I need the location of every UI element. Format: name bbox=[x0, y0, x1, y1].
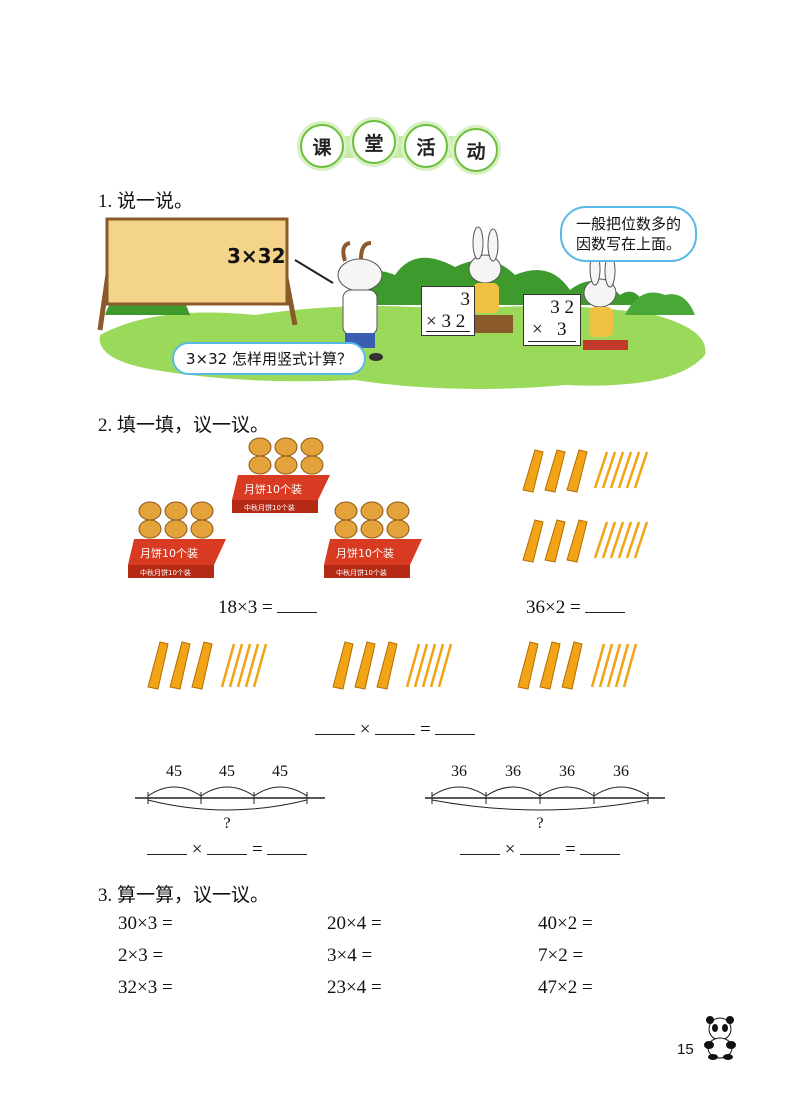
equation-18x3: 18×3 = bbox=[218, 594, 318, 619]
seg36-question: ? bbox=[536, 815, 543, 832]
seg36-label-3: 36 bbox=[559, 763, 575, 780]
q3-r1-c3: 40×2 = bbox=[538, 913, 593, 934]
board2-rule bbox=[528, 341, 576, 342]
banner-char-3: 活 bbox=[404, 124, 448, 168]
times-sign-right: × bbox=[504, 839, 516, 860]
q3-r1-c1: 30×3 = bbox=[118, 913, 173, 934]
page-number: 15 bbox=[677, 1041, 694, 1058]
blank-18x3[interactable] bbox=[277, 594, 318, 613]
blank-mid-a[interactable] bbox=[315, 716, 355, 735]
equation-blank-left: × = bbox=[147, 836, 308, 861]
question-3-title: 3. 算一算，议一议。 bbox=[98, 885, 270, 906]
seg36-label-4: 36 bbox=[613, 763, 629, 780]
banner-char-2: 堂 bbox=[352, 120, 396, 164]
rabbit-student-1 bbox=[468, 226, 513, 333]
tip-line-2: 因数写在上面。 bbox=[576, 235, 682, 253]
sticks-illustration-top bbox=[522, 449, 649, 563]
q3-r2-c3: 7×2 = bbox=[538, 945, 584, 966]
seg45-label-2: 45 bbox=[219, 763, 235, 780]
segment-diagram-45: 45 45 45 ? bbox=[135, 763, 325, 832]
board2-top: 3 2 bbox=[550, 297, 574, 318]
times-sign-mid: × bbox=[359, 719, 371, 740]
mooncake-box-2 bbox=[128, 501, 226, 578]
seg36-label-2: 36 bbox=[505, 763, 521, 780]
seg45-question: ? bbox=[223, 815, 230, 832]
stick-group-3 bbox=[517, 641, 638, 690]
q3-r2-c1: 2×3 = bbox=[118, 945, 164, 966]
slate-board-1: 3 × 3 2 bbox=[421, 286, 475, 336]
mooncake-boxes-illustration: 月饼10个装 月饼10个装 月饼10个装 中秋月饼10个装 中秋月饼10个装 中… bbox=[128, 437, 422, 578]
mooncake-box-1 bbox=[232, 437, 330, 513]
times-sign-left: × bbox=[191, 839, 203, 860]
stick-group-2 bbox=[332, 641, 453, 690]
board1-bottom: × 3 2 bbox=[426, 311, 466, 332]
eq-18x3-text: 18×3 = bbox=[218, 597, 273, 618]
q3-r1-c2: 20×4 = bbox=[327, 913, 382, 934]
q3-r2-c2: 3×4 = bbox=[327, 945, 373, 966]
q3-r3-c1: 32×3 = bbox=[118, 977, 173, 998]
board2-bottom: × 3 bbox=[532, 319, 567, 340]
box-1-sublabel: 中秋月饼10个装 bbox=[244, 503, 295, 512]
board1-rule bbox=[426, 331, 470, 332]
slate-board-2: 3 2 × 3 bbox=[523, 294, 581, 346]
seg45-label-1: 45 bbox=[166, 763, 182, 780]
bush-mid bbox=[345, 257, 645, 305]
q3-r3-c3: 47×2 = bbox=[538, 977, 593, 998]
blank-right-a[interactable] bbox=[460, 836, 500, 855]
equation-blank-middle: × = bbox=[315, 716, 476, 741]
stick-bundle-row-1 bbox=[522, 449, 649, 493]
seg45-label-3: 45 bbox=[272, 763, 288, 780]
q3-r3-c2: 23×4 = bbox=[327, 977, 382, 998]
equals-sign-right: = bbox=[564, 839, 576, 860]
pointer-stick bbox=[294, 259, 334, 284]
stick-bundle-row-2 bbox=[522, 519, 649, 563]
blank-right-b[interactable] bbox=[520, 836, 561, 855]
section-banner: 课 堂 活 动 bbox=[298, 118, 498, 172]
equation-36x2: 36×2 = bbox=[526, 594, 626, 619]
easel-text: 3×32 bbox=[227, 244, 286, 268]
board1-top: 3 bbox=[460, 289, 471, 310]
eq-36x2-text: 36×2 = bbox=[526, 597, 581, 618]
box-3-sublabel: 中秋月饼10个装 bbox=[336, 568, 387, 577]
stick-group-1 bbox=[147, 641, 268, 690]
equals-sign-mid: = bbox=[419, 719, 431, 740]
speech-bubble-tip: 一般把位数多的 因数写在上面。 bbox=[560, 206, 698, 262]
blank-right-c[interactable] bbox=[580, 836, 621, 855]
banner-char-4: 动 bbox=[454, 128, 498, 172]
tip-line-1: 一般把位数多的 bbox=[576, 215, 682, 233]
question-1-title: 1. 说一说。 bbox=[98, 191, 194, 212]
box-1-label: 月饼10个装 bbox=[244, 482, 302, 496]
seg36-label-1: 36 bbox=[451, 763, 467, 780]
blank-36x2[interactable] bbox=[585, 594, 626, 613]
speech-bubble-question: 3×32 怎样用竖式计算？ bbox=[172, 342, 366, 375]
box-2-label: 月饼10个装 bbox=[140, 546, 198, 560]
segment-diagram-36: 36 36 36 36 ? bbox=[425, 763, 665, 832]
blank-left-a[interactable] bbox=[147, 836, 187, 855]
banner-char-1: 课 bbox=[300, 124, 344, 168]
blank-mid-b[interactable] bbox=[375, 716, 416, 735]
mooncake-box-3 bbox=[324, 501, 422, 578]
panda-icon bbox=[704, 1016, 736, 1060]
sticks-illustration-bottom bbox=[147, 641, 638, 690]
bush-right bbox=[625, 292, 695, 315]
question-2-title: 2. 填一填，议一议。 bbox=[98, 415, 270, 436]
equation-blank-right: × = bbox=[460, 836, 621, 861]
box-2-sublabel: 中秋月饼10个装 bbox=[140, 568, 191, 577]
box-3-label: 月饼10个装 bbox=[336, 546, 394, 560]
blank-left-b[interactable] bbox=[207, 836, 248, 855]
easel bbox=[97, 217, 298, 331]
blank-left-c[interactable] bbox=[267, 836, 308, 855]
blank-mid-c[interactable] bbox=[435, 716, 476, 735]
equals-sign-left: = bbox=[251, 839, 263, 860]
